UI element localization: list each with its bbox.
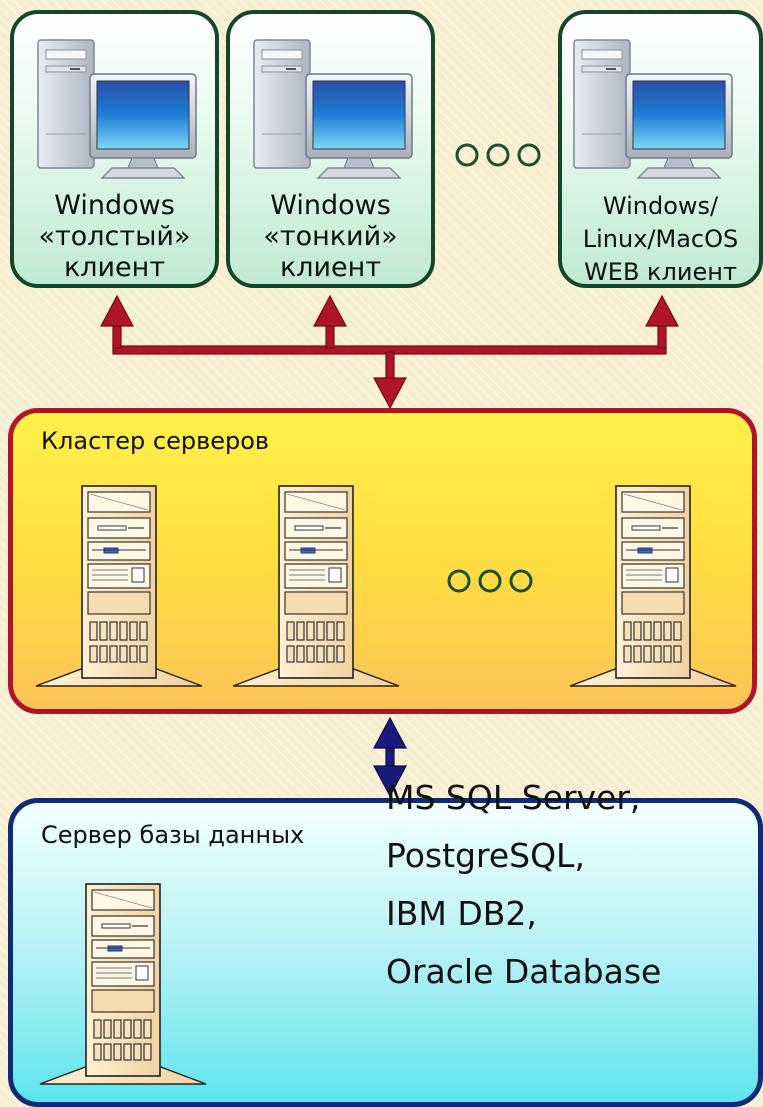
desktop-pc-icon — [34, 34, 204, 184]
cluster-db-arrow — [373, 716, 407, 798]
desktop-pc-icon — [250, 34, 420, 184]
client-label: Windows «тонкий» клиент — [230, 190, 431, 283]
db-product: IBM DB2, — [386, 894, 537, 933]
server-tower-icon — [566, 482, 741, 694]
client-label: Windows «толстый» клиент — [14, 190, 215, 283]
db-product: MS SQL Server, — [386, 778, 641, 817]
client-type: WEB клиент — [584, 258, 737, 286]
client-os: Windows — [270, 190, 391, 221]
server-tower-icon — [229, 482, 404, 694]
db-product: PostgreSQL, — [386, 836, 585, 875]
client-box-thin: Windows «тонкий» клиент — [226, 10, 435, 288]
db-server-title: Сервер базы данных — [41, 821, 305, 849]
ellipsis-dots-icon — [444, 566, 536, 596]
server-tower-icon — [32, 482, 207, 694]
client-box-thick: Windows «толстый» клиент — [10, 10, 219, 288]
client-os-extra: Linux/MacOS — [582, 225, 739, 253]
client-os: Windows — [54, 190, 175, 221]
client-word: клиент — [63, 252, 166, 283]
ellipsis-dots-icon — [452, 140, 544, 170]
server-tower-icon — [36, 880, 211, 1092]
db-product: Oracle Database — [386, 952, 662, 991]
client-box-web: Windows/ Linux/MacOS WEB клиент — [558, 10, 763, 288]
client-word: клиент — [279, 252, 382, 283]
client-label: Windows/ Linux/MacOS WEB клиент — [562, 190, 759, 286]
client-os: Windows/ — [602, 192, 719, 220]
cluster-title: Кластер серверов — [41, 427, 270, 455]
client-type: «тонкий» — [263, 221, 398, 252]
desktop-pc-icon — [570, 34, 740, 184]
client-type: «толстый» — [38, 221, 191, 252]
